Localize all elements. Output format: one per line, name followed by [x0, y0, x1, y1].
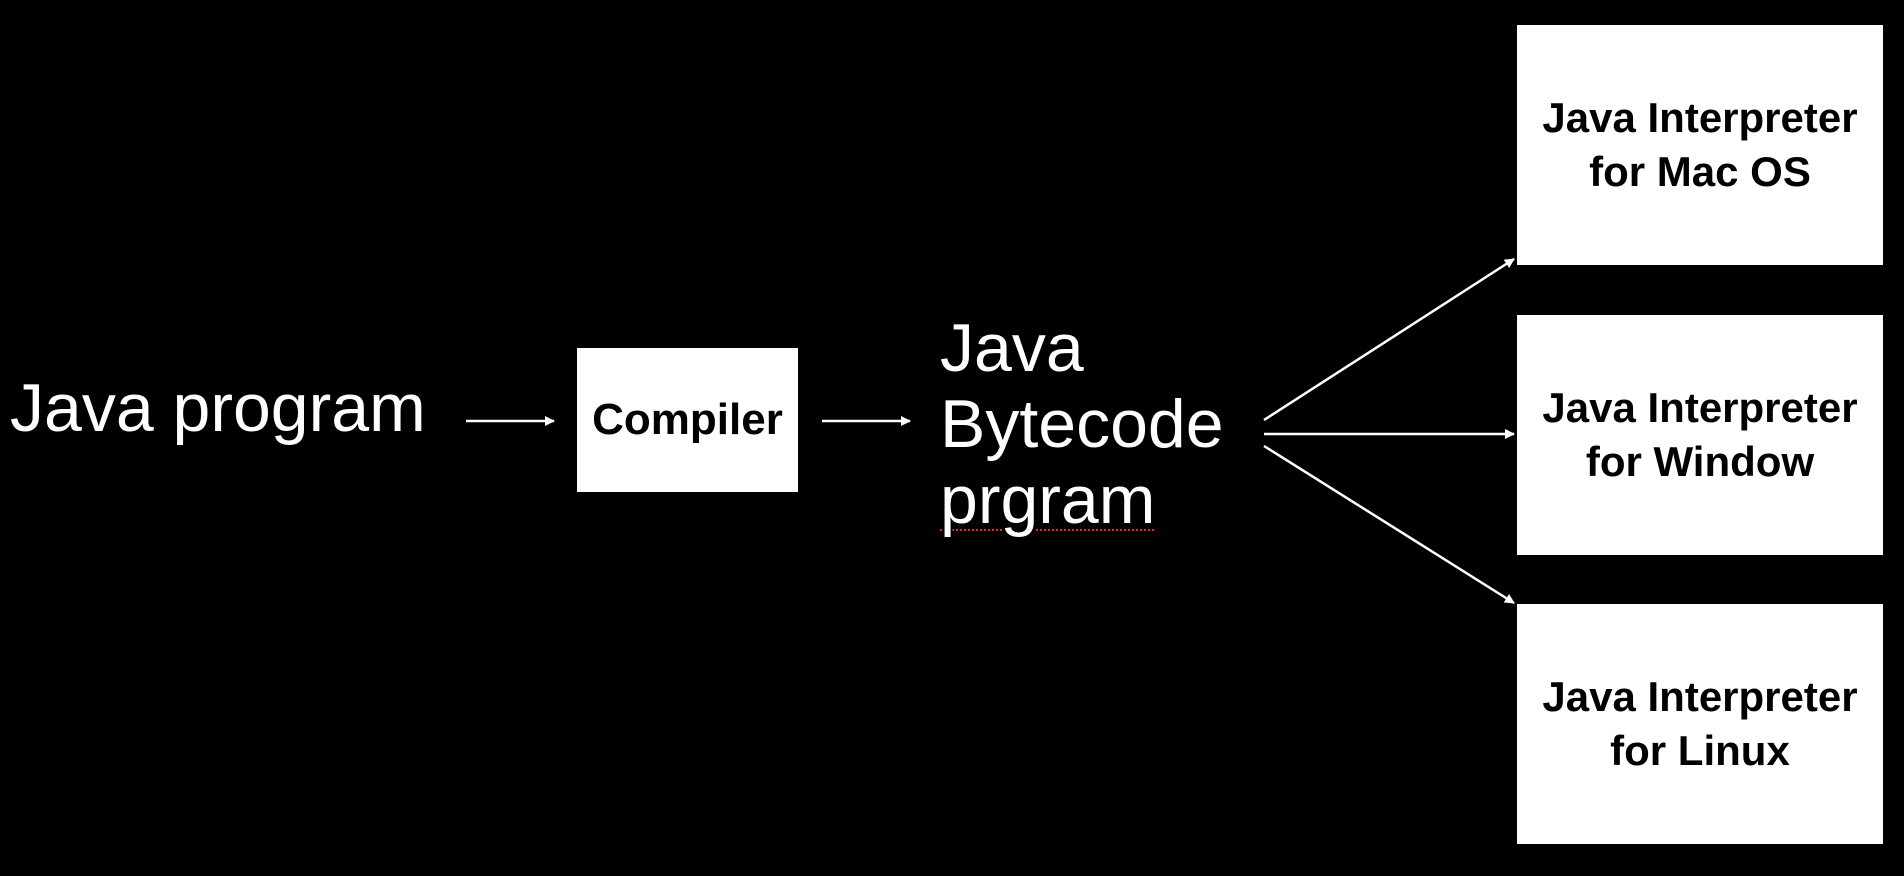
bytecode-label-line3: prgram [940, 462, 1156, 538]
bytecode-program-label: Java Bytecode prgram [940, 310, 1224, 538]
interpreter-mac-line1: Java Interpreter [1542, 94, 1858, 141]
arrow-bytecode-to-linux [1263, 444, 1515, 605]
compiler-box: Compiler [577, 348, 798, 492]
interpreter-windows-line1: Java Interpreter [1542, 384, 1858, 431]
interpreter-box-windows: Java Interpreter for Window [1517, 315, 1883, 555]
bytecode-label-line1: Java [940, 310, 1084, 386]
source-program-label: Java program [10, 370, 426, 446]
arrow-bytecode-to-mac [1263, 257, 1515, 422]
interpreter-box-linux: Java Interpreter for Linux [1517, 604, 1883, 844]
bytecode-label-line2: Bytecode [940, 386, 1224, 462]
interpreter-windows-line2: for Window [1585, 438, 1815, 485]
interpreter-box-mac: Java Interpreter for Mac OS [1517, 25, 1883, 265]
interpreter-linux-line1: Java Interpreter [1542, 673, 1858, 720]
interpreter-mac-line2: for Mac OS [1589, 148, 1811, 195]
interpreter-linux-line2: for Linux [1610, 727, 1790, 774]
